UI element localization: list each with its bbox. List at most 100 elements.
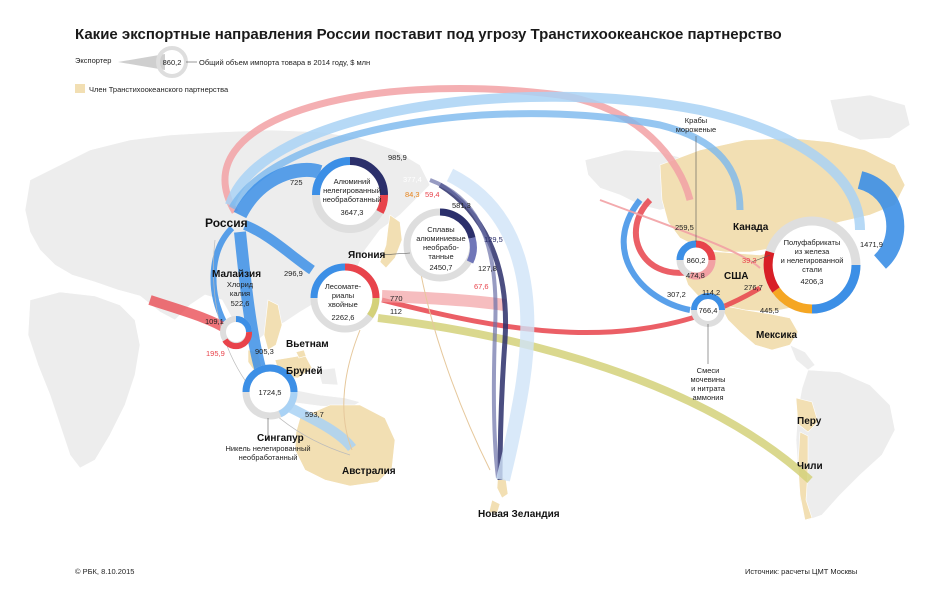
aluminium-label-3: необработанный xyxy=(323,195,382,204)
crabs-label-1: Крабы xyxy=(685,116,707,125)
legend-flow-wedge xyxy=(118,54,165,70)
label-brunei: Бруней xyxy=(286,366,322,377)
value-labels: 725 985,9 377,4 84,3 59,4 581,3 129,5 12… xyxy=(205,153,883,419)
footer-source: Источник: расчеты ЦМТ Москвы xyxy=(745,567,858,576)
urea-total: 766,4 xyxy=(699,306,718,315)
potash-total: 522,6 xyxy=(231,299,250,308)
value-84-3: 84,3 xyxy=(405,190,420,199)
land-peru xyxy=(795,397,819,433)
steel-label-2: из железа xyxy=(795,247,830,256)
potash-label-1: Хлорид xyxy=(227,280,254,289)
flow-timber-chile xyxy=(377,314,813,483)
flow-mexico-steel xyxy=(857,171,905,269)
value-593-7: 593,7 xyxy=(305,410,324,419)
value-1471-9: 1471,9 xyxy=(860,240,883,249)
label-canada: Канада xyxy=(733,222,769,233)
steel-label-4: стали xyxy=(802,265,822,274)
value-905-3: 905,3 xyxy=(255,347,274,356)
value-377-4: 377,4 xyxy=(403,175,422,184)
nickel-total: 1724,5 xyxy=(259,388,282,397)
value-59-4: 59,4 xyxy=(425,190,440,199)
ring-labels: Алюминий нелегированный необработанный 3… xyxy=(225,116,843,462)
land-central-america xyxy=(789,344,816,371)
ring-nickel xyxy=(242,364,298,420)
flow-singapore-australia xyxy=(282,400,356,452)
label-peru: Перу xyxy=(797,416,822,427)
flow-usa-blue xyxy=(620,198,691,313)
land-greenland xyxy=(829,94,911,141)
nickel-label-1: Никель нелегированный xyxy=(225,444,310,453)
crabs-total: 860,2 xyxy=(687,256,706,265)
land-africa xyxy=(27,291,141,469)
value-307-2: 307,2 xyxy=(667,290,686,299)
label-new-zealand: Новая Зеландия xyxy=(478,509,560,520)
value-276-7: 276,7 xyxy=(744,283,763,292)
timber-label-1: Лесомате- xyxy=(325,282,362,291)
label-singapore: Сингапур xyxy=(257,433,304,444)
flow-alloys-nz-2 xyxy=(429,178,500,479)
label-japan: Япония xyxy=(348,250,386,261)
steel-label-1: Полуфабрикаты xyxy=(784,238,841,247)
value-581-3: 581,3 xyxy=(452,201,471,210)
aluminium-label-1: Алюминий xyxy=(334,177,371,186)
footer-copyright: © РБК, 8.10.2015 xyxy=(75,567,135,576)
alloys-label-2: алюминиевые xyxy=(416,234,465,243)
label-vietnam: Вьетнам xyxy=(286,339,329,350)
alloys-label-3: необрабо- xyxy=(423,243,460,252)
value-114-2: 114,2 xyxy=(702,288,720,297)
value-67-6: 67,6 xyxy=(474,282,489,291)
land-south-america xyxy=(795,369,896,521)
legend-import-volume: Общий объем импорта товара в 2014 году, … xyxy=(199,58,370,67)
value-474-8: 474,8 xyxy=(686,271,705,280)
value-127-8: 127,8 xyxy=(478,264,497,273)
flows xyxy=(148,85,905,483)
aluminium-label-2: нелегированный xyxy=(323,186,381,195)
flow-russia-canada-steel xyxy=(228,110,744,211)
nickel-label-2: необработанный xyxy=(239,453,298,462)
urea-label-2: мочевины xyxy=(691,375,726,384)
ring-crabs xyxy=(676,240,716,280)
label-russia: Россия xyxy=(205,216,248,230)
value-985-9: 985,9 xyxy=(388,153,407,162)
steel-total: 4206,3 xyxy=(801,277,824,286)
steel-label-3: и нелегированной xyxy=(781,256,844,265)
land-vietnam xyxy=(263,299,283,351)
label-usa: США xyxy=(724,271,749,282)
alloys-total: 2450,7 xyxy=(430,263,453,272)
aluminium-total: 3647,3 xyxy=(341,208,364,217)
legend-exporter-label: Экспортер xyxy=(75,56,111,65)
page-title: Какие экспортные направления России пост… xyxy=(75,26,782,43)
value-195-9: 195,9 xyxy=(206,349,225,358)
flow-thin-2 xyxy=(417,257,491,471)
value-725: 725 xyxy=(290,178,303,187)
timber-label-3: хвойные xyxy=(328,300,358,309)
flow-russia-singapore xyxy=(234,231,266,370)
land-brunei xyxy=(295,349,307,359)
flow-thin-1 xyxy=(343,329,361,451)
timber-total: 2262,6 xyxy=(332,313,355,322)
alloys-label-4: танные xyxy=(428,252,453,261)
value-770: 770 xyxy=(390,294,403,303)
urea-label-4: аммония xyxy=(692,393,723,402)
legend: Экспортер 860,2 Общий объем импорта това… xyxy=(75,46,370,94)
urea-label-3: и нитрата xyxy=(691,384,726,393)
flow-russia-malaysia xyxy=(210,225,235,324)
flow-usa-red xyxy=(632,197,691,276)
ring-aluminium xyxy=(312,157,388,233)
ring-potash xyxy=(220,316,253,350)
flow-light-nz xyxy=(446,168,535,482)
crabs-label-2: мороженые xyxy=(676,125,716,134)
flow-russia-japan-timber xyxy=(243,220,315,275)
value-109-1: 109,1 xyxy=(205,317,224,326)
alloys-label-1: Сплавы xyxy=(427,225,454,234)
value-445-5: 445,5 xyxy=(760,306,779,315)
land-mexico xyxy=(719,304,799,351)
value-259-5: 259,5 xyxy=(675,223,694,232)
ring-timber xyxy=(310,263,380,333)
country-labels: Россия Япония Малайзия Вьетнам Бруней Си… xyxy=(205,216,823,520)
ring-alloys xyxy=(403,208,477,282)
land-canada xyxy=(659,137,906,253)
flow-russia-japan-aluminium xyxy=(233,162,323,219)
